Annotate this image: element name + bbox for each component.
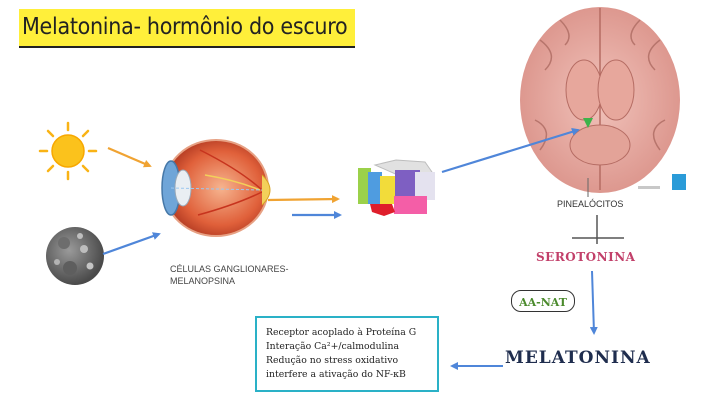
info-line: Interação Ca²+/calmodulina bbox=[266, 340, 437, 354]
logo-badge-icon bbox=[672, 174, 686, 190]
label-aanat: AA-NAT bbox=[519, 296, 567, 309]
eye-icon bbox=[162, 140, 270, 236]
label-pinealocitos: PINEALÓCITOS bbox=[557, 199, 623, 209]
aanat-pill: AA-NAT bbox=[511, 290, 575, 312]
sun-icon bbox=[40, 123, 96, 179]
serotonina-to-melatonina-arrow bbox=[592, 271, 594, 333]
eye-to-brain-orange-arrow bbox=[268, 199, 338, 200]
moon-to-eye-arrow bbox=[103, 234, 159, 254]
info-line: Receptor acoplado à Proteína G bbox=[266, 326, 437, 340]
brain-icon bbox=[520, 7, 680, 193]
info-line: Redução no stress oxidativo bbox=[266, 354, 437, 368]
info-line: interfere a ativação do NF-κB bbox=[266, 368, 437, 382]
label-ganglion-cells: CÉLULAS GANGLIONARES-MELANOPSINA bbox=[170, 263, 350, 287]
label-serotonina: SEROTONINA bbox=[536, 250, 635, 264]
label-melatonina: MELATONINA bbox=[505, 348, 651, 368]
sun-to-eye-arrow bbox=[108, 148, 150, 166]
info-box: Receptor acoplado à Proteína G Interação… bbox=[255, 316, 439, 392]
moon-icon bbox=[46, 227, 104, 285]
brain-region-icon bbox=[358, 160, 435, 216]
